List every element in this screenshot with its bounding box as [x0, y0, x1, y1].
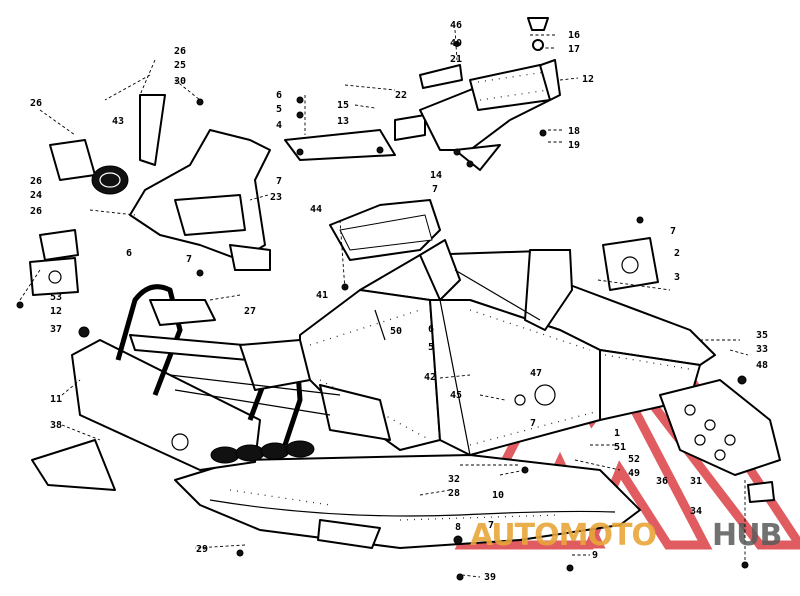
callout-37: 39 — [484, 572, 496, 583]
belly-pan — [174, 454, 641, 549]
callout-7-bracket: 7 — [276, 176, 282, 187]
steering-bracket — [284, 114, 426, 161]
callout-27: 29 — [196, 544, 208, 555]
watermark-brand-right: HUB — [712, 518, 781, 553]
callout-20: 23 — [270, 192, 282, 203]
callout-26-mid: 27 — [244, 306, 256, 317]
callout-31: 33 — [756, 344, 768, 355]
callout-34: 36 — [656, 476, 668, 487]
callout-8: 10 — [492, 490, 504, 501]
callout-11: 12 — [582, 74, 594, 85]
callout-6-left: 6 — [126, 248, 132, 259]
callout-28: 30 — [174, 76, 186, 87]
callout-16: 18 — [568, 126, 580, 137]
front-bumper-suspension — [71, 284, 391, 471]
callout-10: 12 — [50, 306, 62, 317]
callout-6-top: 6 — [276, 90, 282, 101]
air-intake-boot — [49, 139, 129, 195]
callout-39: 41 — [316, 290, 328, 301]
callout-19: 22 — [395, 90, 407, 101]
fasteners — [16, 41, 749, 581]
callout-25: 26 — [30, 98, 42, 109]
watermark-text: AUTOMOTO HUB — [470, 518, 782, 553]
hood-cowl — [129, 94, 271, 271]
callout-50: 52 — [628, 454, 640, 465]
callout-46: 48 — [756, 360, 768, 371]
callout-47: 49 — [628, 468, 640, 479]
callout-15: 17 — [568, 44, 580, 55]
callout-23: 26 — [174, 46, 186, 57]
callout-7-belly: 8 — [455, 522, 461, 533]
leader-lines — [19, 29, 749, 578]
callout-48: 50 — [390, 326, 402, 337]
callout-7-seat: 7 — [432, 184, 438, 195]
callout-22: 25 — [174, 60, 186, 71]
callout-44: 46 — [450, 20, 462, 31]
callout-17: 19 — [568, 140, 580, 151]
callout-38: 40 — [450, 38, 462, 49]
mount-plates — [29, 229, 659, 296]
callout-3: 3 — [674, 272, 680, 283]
callout-18: 21 — [450, 54, 462, 65]
rear-bumper-plate — [659, 379, 781, 503]
callout-4: 4 — [276, 120, 282, 131]
callout-40: 42 — [424, 372, 436, 383]
callout-45: 47 — [530, 368, 542, 379]
callout-5-top: 5 — [276, 104, 282, 115]
callout-41: 43 — [112, 116, 124, 127]
callout-14: 16 — [568, 30, 580, 41]
console-panel — [329, 199, 441, 261]
callout-49: 51 — [614, 442, 626, 453]
callout-9: 11 — [50, 394, 62, 405]
callout-33: 35 — [756, 330, 768, 341]
callout-42: 44 — [310, 204, 322, 215]
callout-36: 38 — [50, 420, 62, 431]
callout-7-right: 7 — [670, 226, 676, 237]
callout-12-top: 13 — [337, 116, 349, 127]
callout-30: 32 — [448, 474, 460, 485]
callout-26-bottom: 28 — [448, 488, 460, 499]
callout-5-mid: 5 — [428, 342, 434, 353]
callout-26-right: 9 — [592, 550, 598, 561]
callout-21: 24 — [30, 190, 42, 201]
callout-24: 26 — [30, 176, 42, 187]
callout-12-bottom: 14 — [430, 170, 442, 181]
callout-43: 45 — [450, 390, 462, 401]
callout-29: 31 — [690, 476, 702, 487]
callout-6-mid: 6 — [428, 324, 434, 335]
callout-7-bottom: 7 — [488, 520, 494, 531]
skid-pad — [31, 439, 116, 491]
callout-7-center: 7 — [530, 418, 536, 429]
callout-labels: 46 40 21 16 17 12 18 19 22 15 13 14 7 6 … — [30, 20, 768, 583]
callout-2: 2 — [674, 248, 680, 259]
seat-bracket-assembly — [419, 17, 561, 171]
callout-7-left: 7 — [186, 254, 192, 265]
callout-51: 53 — [50, 292, 62, 303]
callout-35: 37 — [50, 324, 62, 335]
callout-1: 1 — [614, 428, 620, 439]
callout-32: 34 — [690, 506, 702, 517]
callout-13: 15 — [337, 100, 349, 111]
callout-26-left: 26 — [30, 206, 42, 217]
watermark-brand-left: AUTOMOTO — [470, 518, 656, 553]
